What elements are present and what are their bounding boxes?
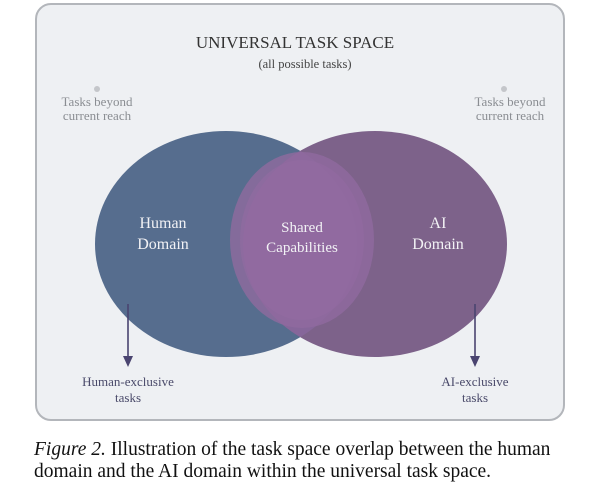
figure-label: Figure 2. — [34, 439, 106, 460]
human-exclusive-arrow-icon — [123, 304, 133, 367]
ai-exclusive-label-line2: tasks — [462, 390, 488, 405]
dot-marker-right — [501, 86, 507, 92]
beyond-reach-right-line1: Tasks beyond — [475, 94, 546, 109]
shared-capabilities-inner — [240, 160, 364, 320]
human-domain-label-line2: Domain — [137, 236, 189, 253]
beyond-reach-right-line2: current reach — [476, 108, 545, 123]
dot-marker-left — [94, 86, 100, 92]
shared-label-line2: Capabilities — [266, 240, 338, 256]
ai-domain-label-line2: Domain — [412, 236, 464, 253]
diagram-title: UNIVERSAL TASK SPACE — [196, 33, 394, 52]
beyond-reach-left-line1: Tasks beyond — [62, 94, 133, 109]
ai-domain-label-line1: AI — [430, 215, 447, 232]
human-domain-label-line1: Human — [139, 215, 186, 232]
human-exclusive-label-line1: Human-exclusive — [82, 374, 174, 389]
beyond-reach-left-line2: current reach — [63, 108, 132, 123]
figure-caption: Figure 2. Illustration of the task space… — [34, 439, 594, 483]
ai-exclusive-label-line1: AI-exclusive — [441, 374, 508, 389]
ai-exclusive-arrow-icon — [470, 304, 480, 367]
diagram-subtitle: (all possible tasks) — [258, 57, 351, 71]
shared-label-line1: Shared — [281, 220, 323, 236]
human-exclusive-label-line2: tasks — [115, 390, 141, 405]
caption-text: Illustration of the task space overlap b… — [34, 439, 551, 482]
